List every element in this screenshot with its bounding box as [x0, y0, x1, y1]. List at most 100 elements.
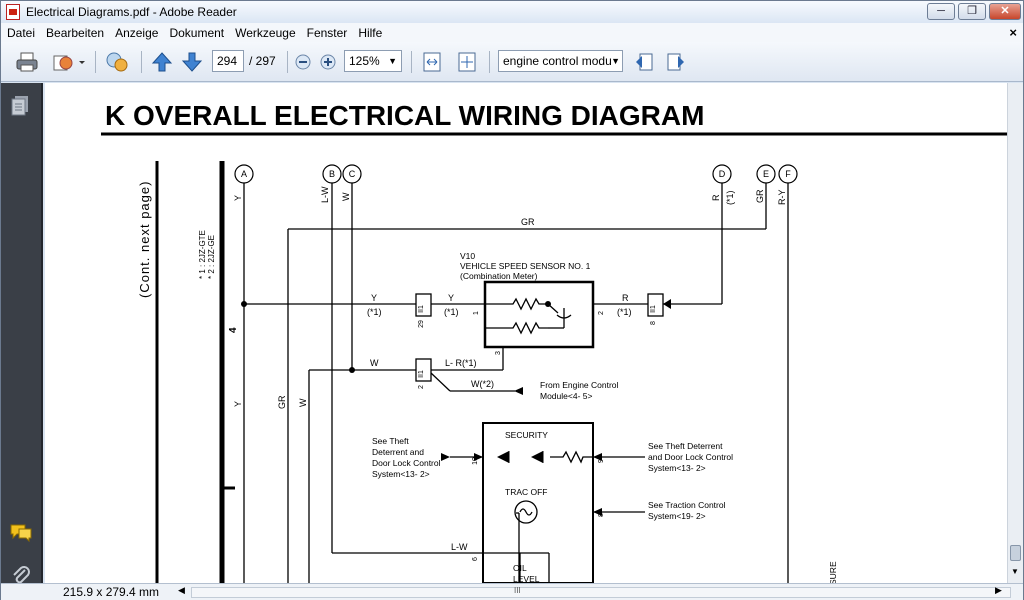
menu-anzeige[interactable]: Anzeige — [115, 25, 159, 40]
zoom-select[interactable]: 125% ▼ — [344, 50, 402, 72]
connector-e: E — [763, 169, 769, 179]
navigation-panel — [1, 83, 43, 584]
vertical-scrollbar[interactable]: ▼ — [1007, 83, 1023, 583]
zoom-in-icon[interactable] — [318, 50, 338, 74]
scroll-right-icon[interactable]: ▶ — [995, 585, 1002, 595]
wire-label: Y — [233, 401, 243, 407]
theft-note-left: Deterrent and — [372, 447, 424, 457]
oil-level-label: OIL — [513, 563, 527, 573]
wire-label: (*1) — [725, 190, 735, 205]
connector-code: II1 — [650, 305, 657, 313]
sensor-name: VEHICLE SPEED SENSOR NO. 1 — [460, 261, 591, 271]
sensor-sub: (Combination Meter) — [460, 271, 538, 281]
zoom-value: 125% — [349, 54, 380, 68]
wire-label: W(*2) — [471, 379, 494, 389]
traction-note: System<19- 2> — [648, 511, 706, 521]
restore-button[interactable]: ❐ — [958, 3, 986, 20]
wire-label: Y — [371, 293, 377, 303]
security-label: SECURITY — [505, 430, 548, 440]
chevron-down-icon: ▼ — [388, 56, 397, 66]
menu-dokument[interactable]: Dokument — [169, 25, 225, 40]
page-heading: K OVERALL ELECTRICAL WIRING DIAGRAM — [105, 100, 704, 131]
connector-d: D — [719, 169, 726, 179]
menu-bearbeiten[interactable]: Bearbeiten — [46, 25, 105, 40]
pin-number: 6 — [472, 557, 479, 561]
page-total: / 297 — [249, 54, 276, 68]
menu-datei[interactable]: Datei — [7, 25, 36, 40]
legend-star2: * 2 : 2JZ-GE — [207, 235, 216, 279]
window-title: Electrical Diagrams.pdf - Adobe Reader — [26, 5, 237, 19]
wire-label: GR — [277, 395, 287, 409]
connector-code: II1 — [418, 370, 425, 378]
pdf-app-icon — [6, 4, 20, 20]
theft-note-right: System<13- 2> — [648, 463, 706, 473]
continued-note: (Cont. next page) — [137, 181, 152, 298]
wire-label: (*1) — [444, 307, 459, 317]
wire-label: W — [298, 398, 308, 407]
wiring-diagram-page: A B C D E F K OVERALL ELECTRICAL WIRING … — [101, 100, 1007, 583]
title-bar: Electrical Diagrams.pdf - Adobe Reader ─… — [1, 1, 1023, 23]
scroll-grip: III — [514, 586, 521, 595]
zoom-out-icon[interactable] — [293, 50, 313, 74]
pin-number: 10 — [472, 457, 479, 465]
theft-note-right: See Theft Deterrent — [648, 441, 723, 451]
search-input[interactable]: engine control modu ▼ — [498, 50, 623, 72]
pin-number: 3 — [495, 351, 502, 355]
wire-label: R-Y — [777, 190, 787, 206]
wire-label: W — [370, 358, 379, 368]
pages-icon[interactable] — [10, 95, 30, 120]
menu-fenster[interactable]: Fenster — [306, 25, 348, 40]
wire-label: (*1) — [367, 307, 382, 317]
scroll-down-icon[interactable]: ▼ — [1011, 567, 1019, 576]
theft-note-right: and Door Lock Control — [648, 452, 733, 462]
fit-width-icon[interactable] — [419, 50, 445, 74]
clipped-label: SURE — [828, 561, 838, 583]
print-icon[interactable] — [13, 50, 41, 74]
wire-label: R — [622, 293, 629, 303]
sheet-number: 4 — [228, 327, 239, 333]
pin-number: 8 — [598, 513, 605, 517]
minimize-button[interactable]: ─ — [927, 3, 955, 20]
status-bar: 215.9 x 279.4 mm ◀ III ▶ — [1, 583, 1023, 600]
previous-page-icon[interactable] — [149, 50, 175, 74]
pin-number: 9 — [598, 459, 605, 463]
wire-label: GR — [755, 189, 765, 203]
wire-label: R — [711, 194, 721, 201]
chevron-down-icon: ▼ — [611, 51, 620, 71]
create-icon[interactable] — [49, 50, 87, 74]
wire-label: Y — [233, 195, 243, 201]
theft-note-left: See Theft — [372, 436, 409, 446]
wire-label: Y — [448, 293, 454, 303]
wire-label: L-W — [320, 186, 330, 203]
pin-number: 1 — [473, 311, 480, 315]
connector-c: C — [349, 169, 356, 179]
menu-werkzeuge[interactable]: Werkzeuge — [235, 25, 296, 40]
wire-label: (*1) — [617, 307, 632, 317]
find-next-icon[interactable] — [664, 50, 688, 74]
page-size: 215.9 x 279.4 mm — [63, 585, 160, 599]
share-icon[interactable] — [103, 50, 133, 74]
page-number-input[interactable]: 294 — [212, 50, 244, 72]
document-view[interactable]: A B C D E F K OVERALL ELECTRICAL WIRING … — [45, 83, 1007, 583]
horizontal-scrollbar[interactable]: III — [191, 586, 1011, 598]
from-ecm-note: From Engine Control — [540, 380, 619, 390]
document-close-button[interactable]: × — [1009, 25, 1017, 40]
attachments-icon[interactable] — [11, 565, 31, 590]
comments-icon[interactable] — [9, 523, 33, 546]
wire-label: L- R(*1) — [445, 358, 477, 368]
fit-page-icon[interactable] — [454, 50, 480, 74]
scroll-thumb[interactable] — [1010, 545, 1021, 561]
menu-hilfe[interactable]: Hilfe — [358, 25, 383, 40]
scroll-left-icon[interactable]: ◀ — [178, 585, 185, 595]
next-page-icon[interactable] — [179, 50, 205, 74]
find-previous-icon[interactable] — [632, 50, 656, 74]
connector-f: F — [785, 169, 791, 179]
pin-number: 29 — [418, 320, 425, 328]
menu-bar: Datei Bearbeiten Anzeige Dokument Werkze… — [1, 23, 1023, 42]
pin-number: 2 — [598, 311, 605, 315]
close-button[interactable]: ✕ — [989, 3, 1021, 20]
traction-note: See Traction Control — [648, 500, 726, 510]
oil-level-label: LEVEL — [513, 574, 540, 583]
pin-number: 8 — [650, 321, 657, 325]
